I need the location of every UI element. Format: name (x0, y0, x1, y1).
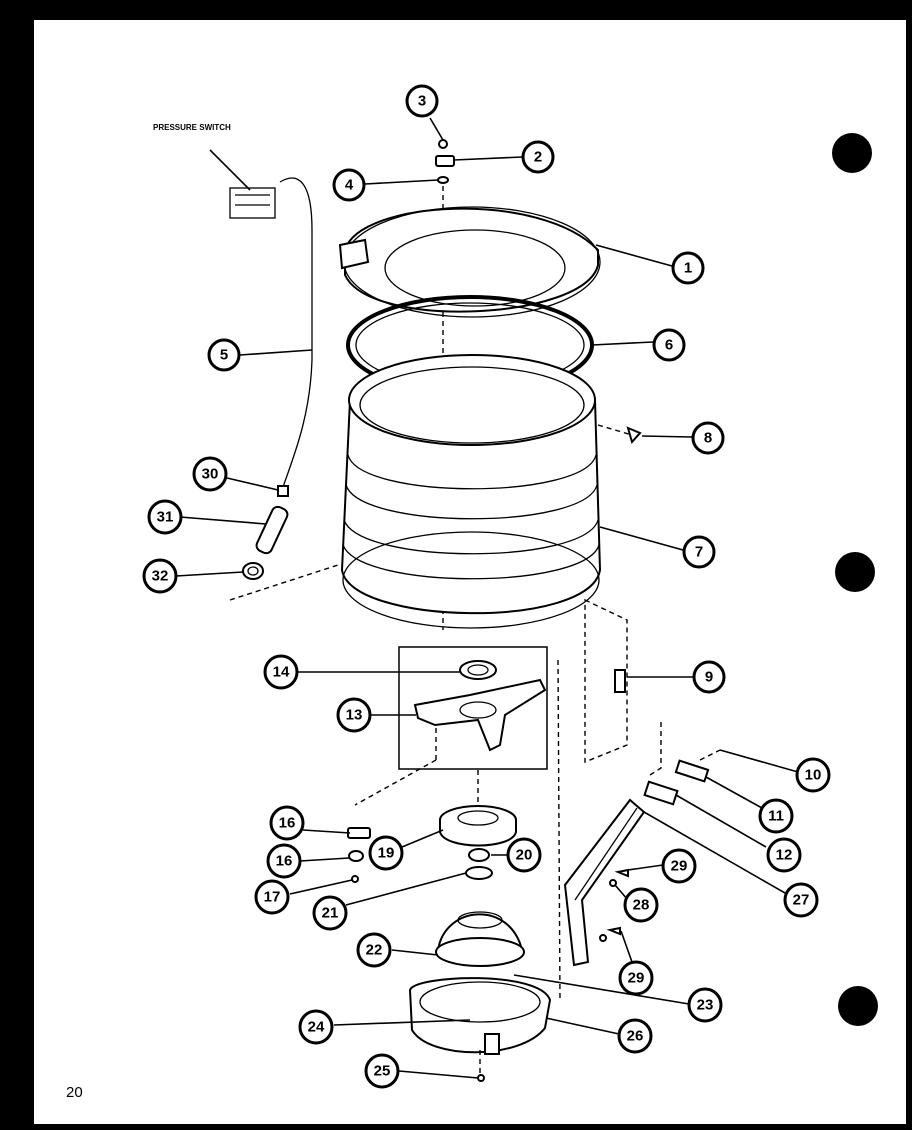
grommet-part (242, 562, 264, 580)
svg-text:28: 28 (633, 897, 650, 914)
air-dome-part (255, 505, 289, 555)
pulley-part (439, 805, 517, 847)
callout-25: 25 (364, 1053, 400, 1089)
svg-text:10: 10 (805, 767, 822, 784)
svg-text:22: 22 (366, 942, 383, 959)
callout-6: 6 (652, 328, 686, 362)
outer-tub-part (340, 354, 602, 629)
callout-8: 8 (691, 421, 725, 455)
callout-31: 31 (147, 499, 183, 535)
svg-text:23: 23 (697, 997, 714, 1014)
svg-text:1: 1 (684, 260, 692, 277)
svg-text:29: 29 (671, 858, 688, 875)
callout-7: 7 (682, 535, 716, 569)
svg-text:17: 17 (264, 889, 281, 906)
callout-5: 5 (207, 338, 241, 372)
svg-text:25: 25 (374, 1063, 391, 1080)
svg-text:5: 5 (220, 347, 228, 364)
hose-part (279, 177, 313, 491)
svg-text:19: 19 (378, 845, 395, 862)
svg-text:21: 21 (322, 905, 339, 922)
callout-28: 28 (623, 887, 659, 923)
leg-bracket-part (563, 798, 646, 967)
callout-23: 23 (687, 987, 723, 1023)
callout-9: 9 (692, 660, 726, 694)
svg-text:6: 6 (665, 337, 673, 354)
page-number: 20 (66, 1084, 83, 1101)
top-fasteners (435, 139, 455, 184)
svg-text:4: 4 (345, 177, 354, 194)
svg-text:9: 9 (705, 669, 713, 686)
callout-19: 19 (368, 835, 404, 871)
callout-12: 12 (766, 837, 802, 873)
callout-14: 14 (263, 654, 299, 690)
callout-11: 11 (758, 798, 794, 834)
svg-text:12: 12 (776, 847, 793, 864)
bearing-part (459, 660, 497, 680)
callout-20: 20 (506, 837, 542, 873)
registration-dot-middle (835, 552, 875, 592)
svg-text:32: 32 (152, 568, 169, 585)
callout-29-lower: 29 (618, 960, 654, 996)
svg-text:14: 14 (273, 664, 290, 681)
callout-10: 10 (795, 757, 831, 793)
svg-text:16: 16 (279, 815, 296, 832)
callout-4: 4 (332, 168, 366, 202)
registration-dot-bottom (838, 986, 878, 1026)
svg-text:26: 26 (627, 1028, 644, 1045)
pressure-switch-label: PRESSURE SWITCH (153, 123, 231, 132)
hose-clamp-part (277, 485, 289, 497)
svg-text:11: 11 (768, 808, 784, 825)
side-bracket-part (584, 598, 628, 764)
small-fasteners-left (347, 827, 371, 883)
svg-text:2: 2 (534, 149, 542, 166)
callout-30: 30 (192, 456, 228, 492)
callout-16: 16 (266, 843, 302, 879)
svg-text:29: 29 (628, 970, 645, 987)
svg-text:16: 16 (276, 853, 293, 870)
callout-17: 17 (254, 879, 290, 915)
base-plate-part (408, 977, 552, 1055)
callout-15: 16 (269, 805, 305, 841)
svg-text:7: 7 (695, 544, 703, 561)
svg-text:24: 24 (308, 1019, 325, 1036)
washer-part (465, 866, 493, 880)
callout-29-upper: 29 (661, 848, 697, 884)
svg-text:3: 3 (418, 93, 426, 110)
callout-1: 1 (671, 251, 705, 285)
motor-mount-part (435, 911, 525, 967)
callout-32: 32 (142, 558, 178, 594)
svg-text:13: 13 (346, 707, 363, 724)
callout-27: 27 (783, 882, 819, 918)
svg-text:8: 8 (704, 430, 712, 447)
svg-text:30: 30 (202, 466, 219, 483)
support-plate-box (398, 646, 548, 770)
callout-24: 24 (298, 1009, 334, 1045)
callout-26: 26 (617, 1018, 653, 1054)
callout-13: 13 (336, 697, 372, 733)
support-plate-part (413, 678, 547, 752)
svg-text:27: 27 (793, 892, 810, 909)
svg-text:20: 20 (516, 847, 533, 864)
callout-3: 3 (405, 84, 439, 118)
pressure-switch-part (229, 187, 276, 219)
callout-21: 21 (312, 895, 348, 931)
callout-2: 2 (521, 140, 555, 174)
clip-part (597, 424, 642, 445)
svg-text:31: 31 (157, 509, 174, 526)
registration-dot-top (832, 133, 872, 173)
tub-ring-part (338, 206, 601, 318)
mount-plates (643, 759, 710, 806)
callout-22: 22 (356, 932, 392, 968)
hub-nut-part (468, 848, 490, 862)
